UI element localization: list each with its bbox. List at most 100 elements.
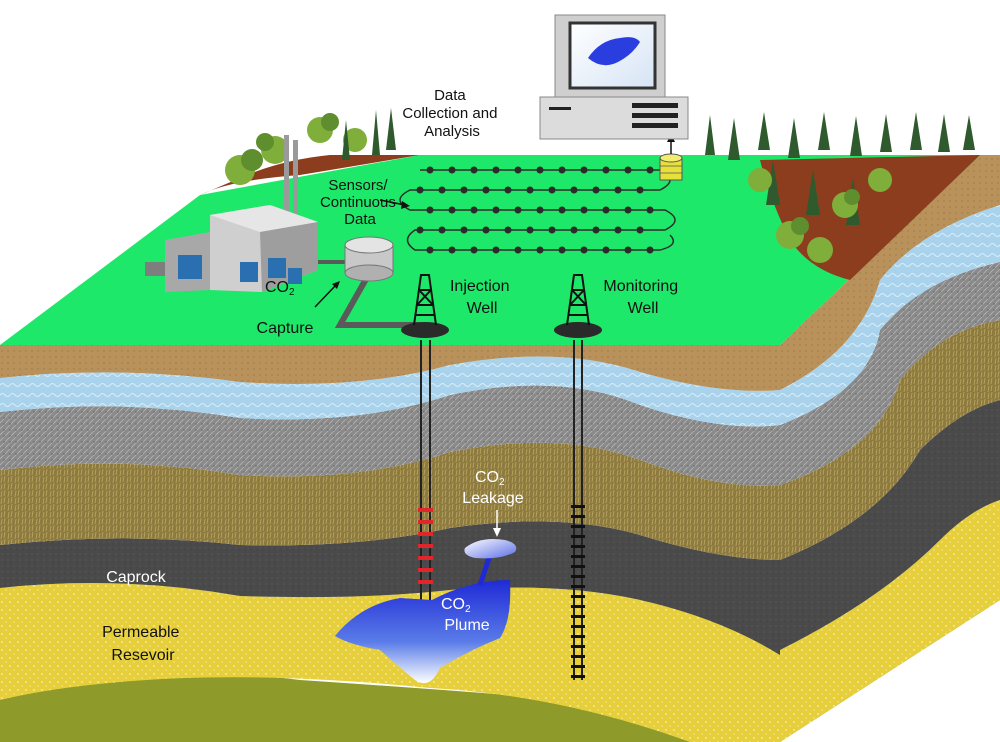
monitoring-sensor-marker [571,535,585,538]
monitoring-sensor-marker [571,635,585,638]
monitoring-well-label: Monitoring Well [603,278,682,317]
sensor-dots [416,166,654,254]
tree-icon [307,113,339,143]
side-reservoir [780,500,1000,742]
leakage-sensor-marker [418,544,433,548]
monitoring-sensor-marker [571,515,585,518]
sensors-arrow [379,199,406,206]
tree-icon [256,133,289,164]
tree-icon [806,170,820,215]
monitoring-sensor-marker [571,605,585,608]
tree-icon [766,160,780,205]
side-caprock [780,400,1000,650]
sensor-node [426,206,434,214]
monitoring-sensor-marker [571,545,585,548]
soil-layer [0,345,780,391]
sensor-node [548,186,556,194]
tree-icon [963,115,975,150]
co2-leakage-co: CO [475,469,499,486]
leakage-path [477,554,493,586]
monitoring-sensor-marker [571,665,585,668]
monitoring-sensor-marker [571,585,585,588]
co2-pipeline [334,270,420,328]
computer-icon [539,14,689,140]
co2-plume [335,580,511,684]
storage-tank-icon [344,236,394,282]
capture-arrowhead [332,281,340,289]
tree-icon [225,149,263,185]
co2-capture-co: CO [265,279,289,296]
sensor-node [624,166,632,174]
co2-plume-sub: 2 [465,604,471,615]
monitoring-sensor-marker [571,505,585,508]
co2-plume-co: CO [441,596,465,613]
sensor-node [526,226,534,234]
monitoring-sensor-marker [571,675,585,678]
dirt-left [200,155,420,195]
sensor-node [514,246,522,254]
base-layer [0,672,780,742]
co2-capture-sub: 2 [289,287,295,298]
sensor-node [592,186,600,194]
tree-icon [818,112,830,150]
sensor-node [492,166,500,174]
power-plant-icon [145,135,318,292]
monitoring-sensor-marker [571,615,585,618]
monitoring-well-shaft [573,340,583,680]
sensor-node [624,246,632,254]
side-soil [780,155,1000,390]
tree-icon [342,120,350,160]
leakage-arrowhead [493,528,501,537]
sensor-node [448,166,456,174]
tree-icon [728,118,740,160]
tree-icon [880,114,892,152]
monitoring-sensors [571,505,585,678]
co2-leakage-line2: Leakage [462,490,523,507]
sensor-node [470,166,478,174]
sensor-node [602,166,610,174]
sensor-node [460,226,468,234]
sensor-node [470,246,478,254]
sensor-node [646,246,654,254]
sensor-node [614,186,622,194]
sensor-node [536,206,544,214]
co2-leakage-label: CO2 Leakage [462,469,523,507]
trees-right [705,112,975,263]
sensor-node [504,226,512,234]
monitoring-sensor-marker [571,525,585,528]
leakage-markers [418,508,433,584]
co2-capture-line2: Capture [257,320,314,337]
sensor-cable [399,169,676,251]
data-logger-icon [659,134,683,181]
leakage-sensor-marker [418,580,433,584]
tree-icon [705,115,715,155]
monitoring-sensor-marker [571,625,585,628]
sensors-label: Sensors/ Continuous Data [320,177,400,228]
brown-rock-layer [0,442,780,560]
side-gray [780,262,1000,485]
sensor-node [492,246,500,254]
sensor-node [580,166,588,174]
capture-arrow [314,284,337,308]
gray-rock-layer [0,385,780,486]
monitoring-sensor-marker [571,565,585,568]
co2-plume-label: CO2 Plume [441,596,490,634]
side-face-layers [780,155,1000,742]
sensor-node [526,186,534,194]
sensor-node [536,166,544,174]
injection-well-label: Injection Well [450,278,514,317]
sensor-array [399,169,676,251]
sensor-node [570,186,578,194]
leakage-sensor-marker [418,508,433,512]
derrick-icon [554,274,602,338]
sensor-node [514,206,522,214]
sensors-arrowhead [401,201,410,209]
tree-icon [807,237,833,263]
sensor-node [536,246,544,254]
sensor-node [558,166,566,174]
leakage-sensor-marker [418,568,433,572]
reservoir-layer [0,583,780,742]
sensor-node [614,226,622,234]
leakage-sensor-marker [418,520,433,524]
